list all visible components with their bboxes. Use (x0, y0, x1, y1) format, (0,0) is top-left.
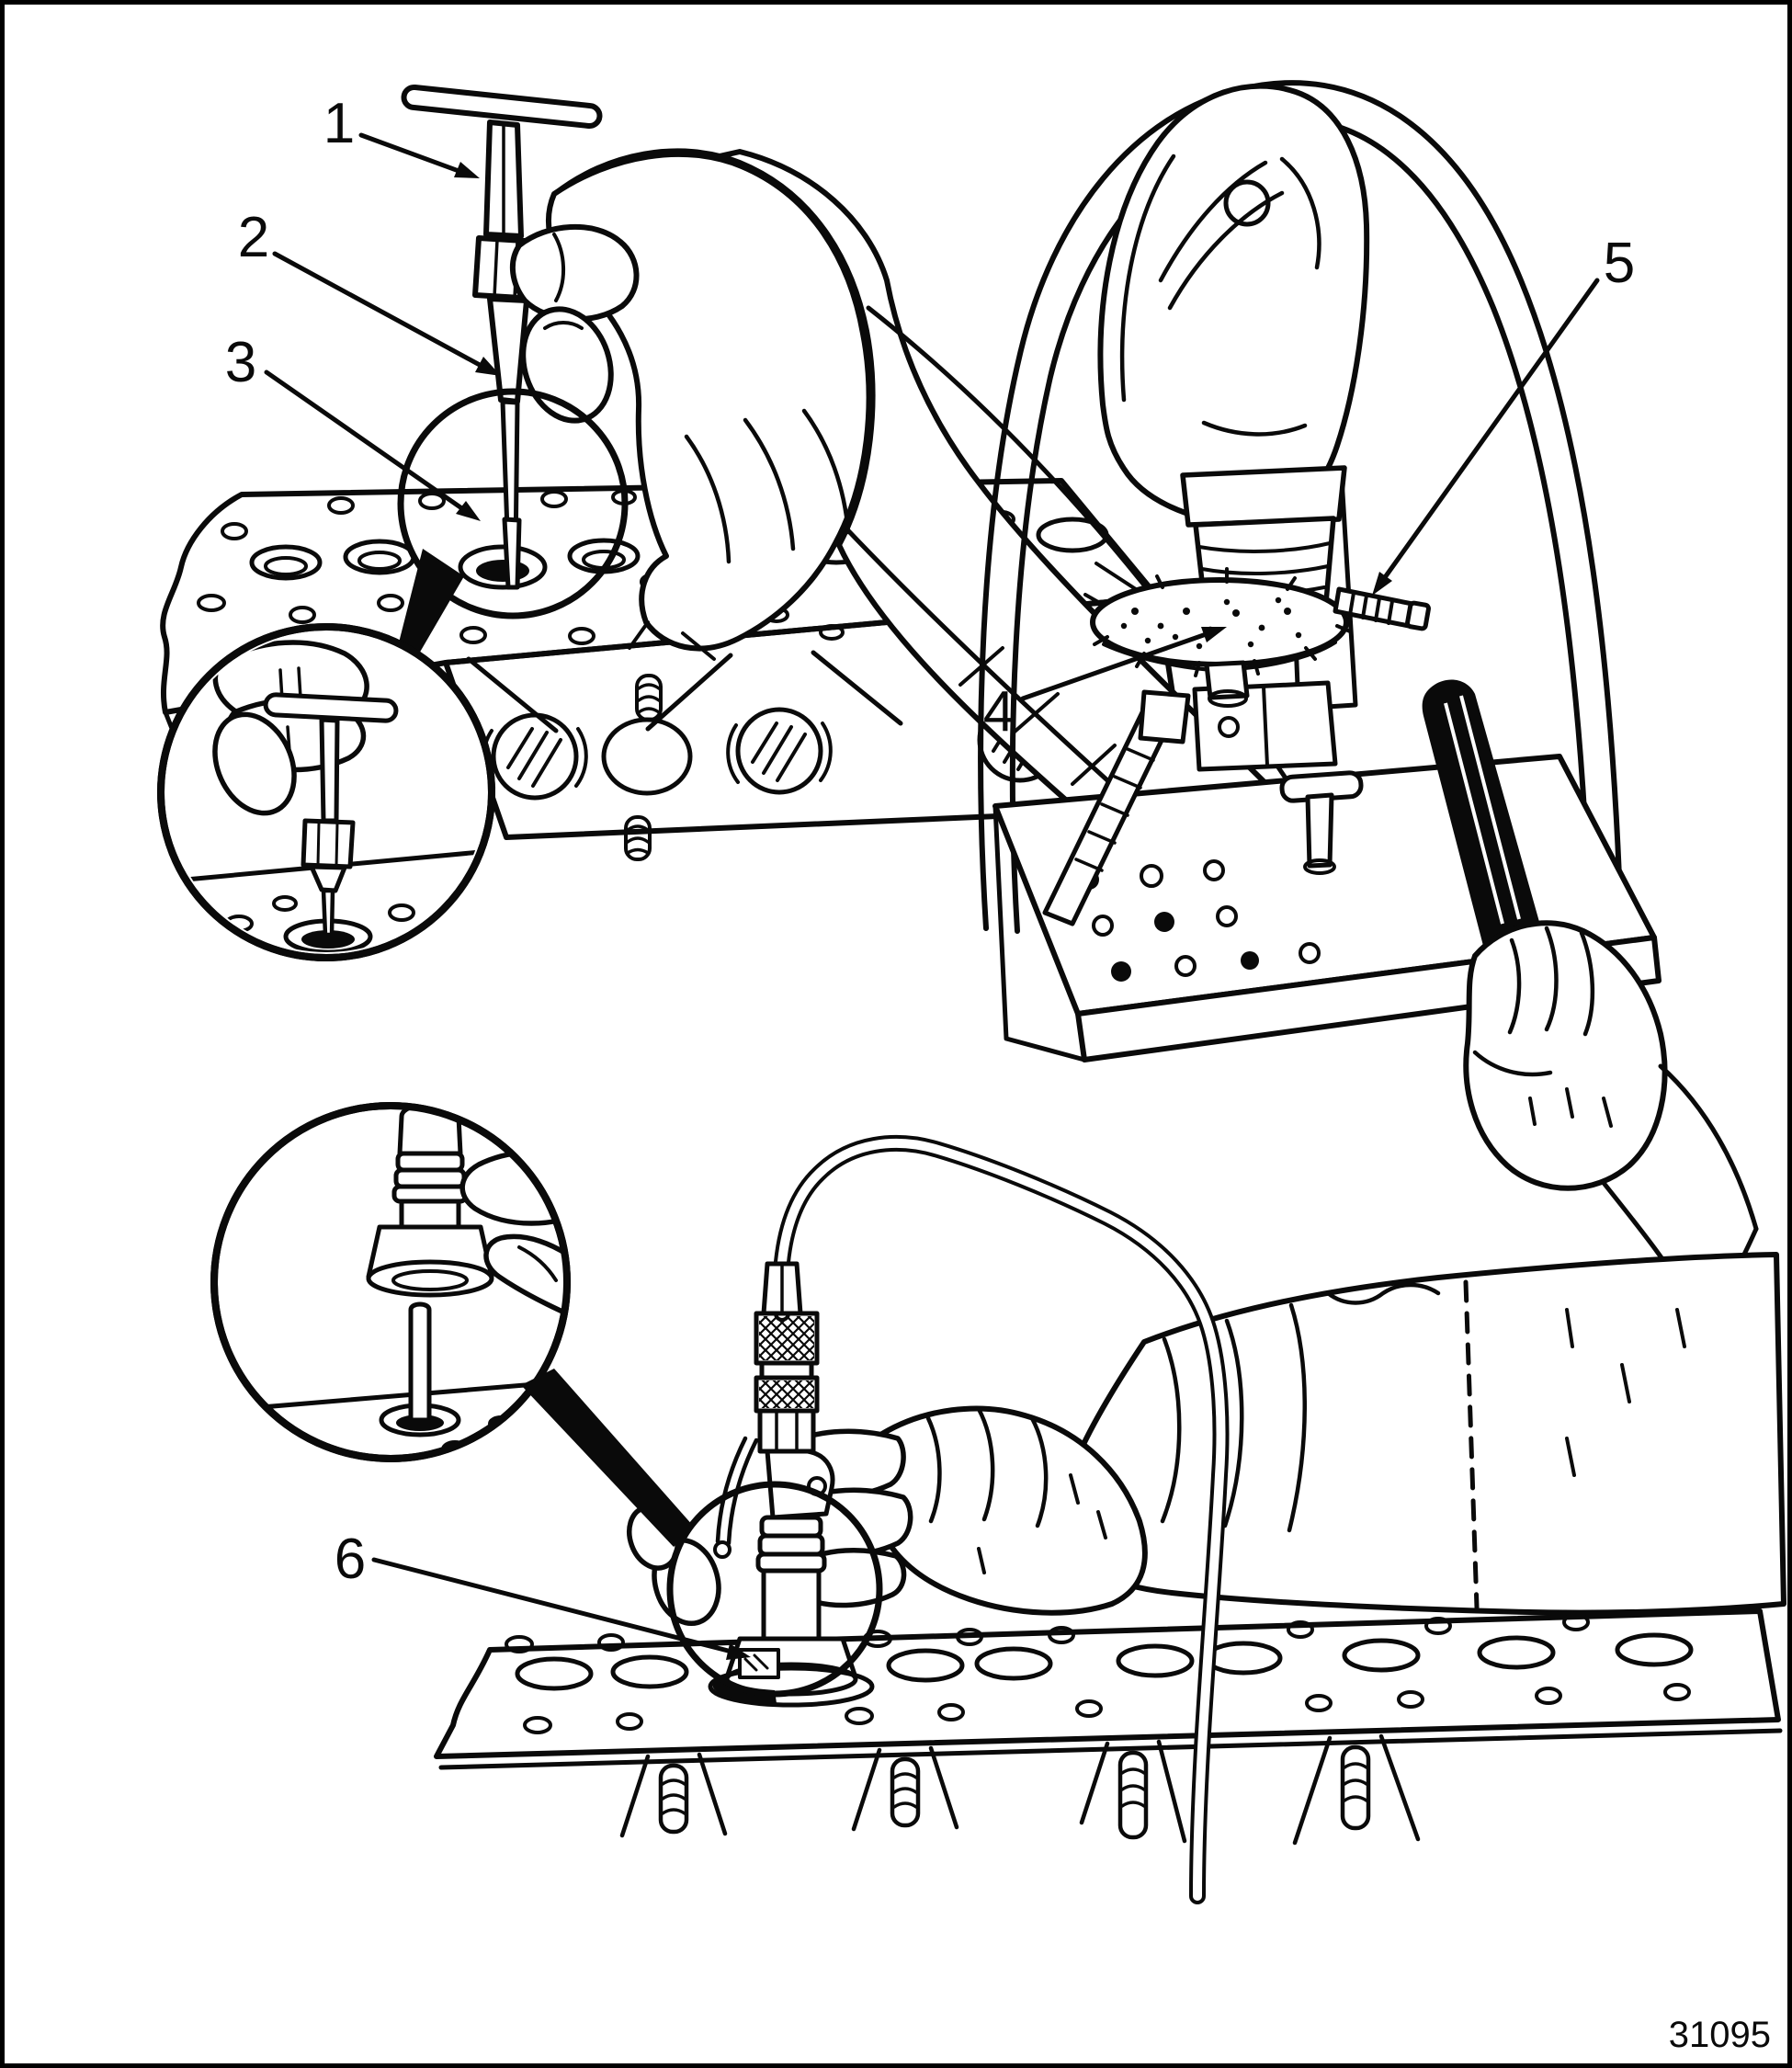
inset-pointer-wedge (399, 549, 464, 660)
figure-number: 31095 (1669, 2015, 1771, 2055)
hand-holding-handle (1463, 920, 1759, 1325)
detail-inset-hand-turning-brush (157, 623, 495, 961)
guide-hole-with-tool-tip (458, 517, 548, 590)
callouts: 1 2 3 4 5 6 31095 (225, 92, 1771, 2055)
callout-1: 1 (323, 92, 480, 178)
air-hose (761, 1134, 1230, 1904)
magnifier-circle (397, 388, 629, 619)
callout-4-leader (1020, 629, 1217, 701)
callout-4-arrowhead (1201, 627, 1227, 642)
injector-tube-holes-bottom (515, 1632, 1694, 1691)
pneumatic-grinder-motor (1097, 83, 1370, 608)
callout-5: 5 (1372, 232, 1635, 596)
inset-pointer-wedge-bottom (521, 1369, 694, 1547)
callout-2-label: 2 (238, 206, 269, 269)
callout-6-leader (371, 1557, 738, 1655)
index-finger-over-ferrule (509, 224, 640, 323)
callout-5-leader (1380, 278, 1600, 583)
callout-3-arrowhead (456, 501, 481, 521)
callout-1-label: 1 (323, 92, 355, 155)
callout-6: 6 (335, 1528, 751, 1660)
cylinder-head-bottom-panel (434, 1608, 1783, 1846)
callout-1-leader (358, 132, 471, 177)
air-quick-connect-coupler (713, 1311, 835, 1559)
grinder-handle-bar (1422, 679, 1543, 968)
callout-2-leader (272, 251, 493, 373)
callout-5-arrowhead (1372, 572, 1392, 596)
line-art-illustration: 1 2 3 4 5 6 31095 (157, 80, 1786, 2055)
adapter-in-tube (708, 1515, 875, 1708)
arbor-thread-stud (1333, 586, 1431, 631)
callout-3: 3 (225, 331, 481, 521)
callout-5-label: 5 (1604, 232, 1635, 295)
callout-2: 2 (238, 206, 501, 376)
callout-2-arrowhead (475, 357, 501, 376)
wire-brush-wheel (1083, 567, 1354, 708)
magnifier-circle-bottom (666, 1481, 883, 1698)
wing-screw (1279, 770, 1364, 875)
callout-1-arrowhead (454, 162, 480, 178)
panel-top-right-brushing-machine (978, 80, 1759, 1325)
sleeve-forearm (1058, 1252, 1786, 1616)
callout-4: 4 (983, 627, 1227, 744)
stud (624, 815, 652, 861)
callout-3-label: 3 (225, 331, 256, 394)
hold-down-pin (1042, 689, 1191, 926)
callout-6-arrowhead (726, 1643, 751, 1660)
hatched-port (726, 707, 833, 795)
callout-4-label: 4 (983, 680, 1015, 744)
callout-6-label: 6 (335, 1528, 366, 1591)
callout-3-leader (264, 369, 472, 517)
stud (635, 674, 663, 722)
adapter-in-hand (366, 1106, 494, 1298)
panel-bottom-air-test (210, 1102, 1786, 1904)
head-studs (619, 1733, 1421, 1846)
hatched-port (482, 712, 588, 801)
